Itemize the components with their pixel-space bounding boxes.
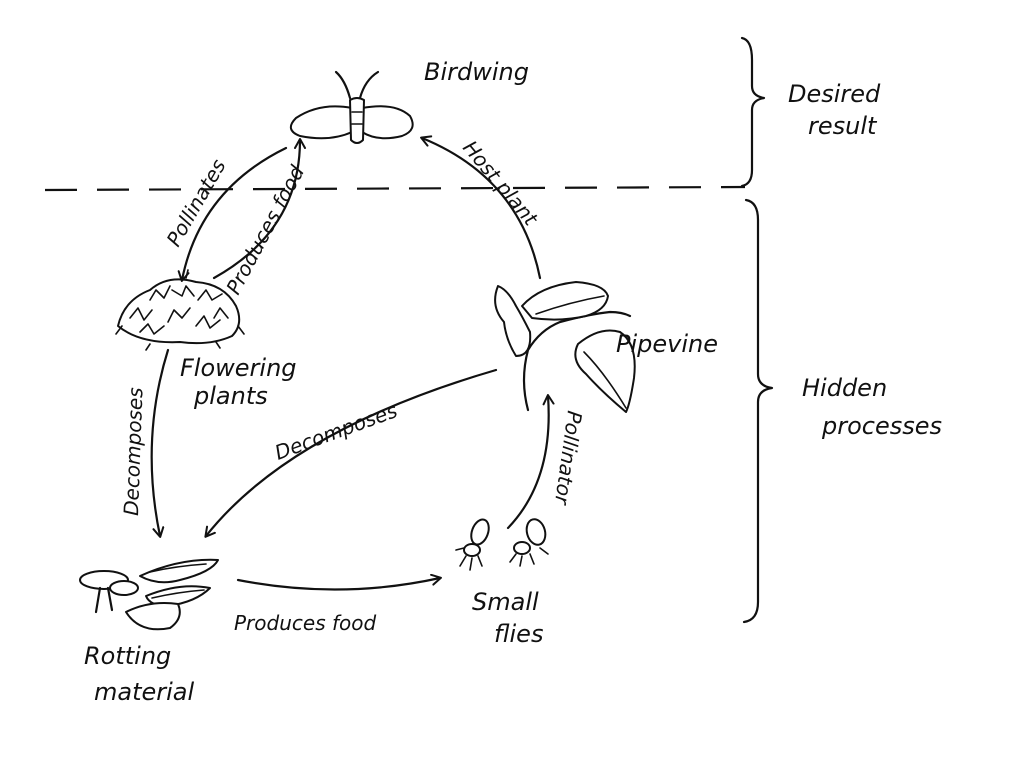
label-flies-line2: flies — [494, 620, 543, 648]
edge-label-host-plant: Host plant — [458, 136, 543, 231]
label-flowering-line1: Flowering — [180, 354, 297, 382]
small-flies-icon — [455, 518, 549, 571]
edge-label-decomposes-flower: Decomposes — [119, 387, 147, 516]
birdwing-butterfly-icon — [289, 70, 414, 144]
label-flies-line1: Small — [472, 588, 539, 616]
edge-label-pollinator: Pollinator — [550, 409, 587, 507]
pipevine-plant-icon — [494, 281, 636, 413]
arrow-decomposes-pipevine — [204, 368, 498, 538]
label-rotting-line1: Rotting — [84, 642, 171, 670]
rotting-material-icon — [79, 558, 219, 631]
label-flowering-line2: plants — [193, 382, 268, 410]
arrow-pollinates — [177, 146, 288, 282]
section-divider — [44, 185, 746, 192]
desired-result-bracket — [740, 36, 766, 188]
arrow-produces-food-rot — [236, 573, 442, 591]
bracket-label-hidden-line1: Hidden — [802, 374, 887, 402]
arrow-produces-food-flower — [212, 138, 306, 280]
label-birdwing: Birdwing — [424, 58, 529, 86]
hidden-processes-bracket — [742, 198, 774, 624]
label-pipevine: Pipevine — [616, 330, 718, 358]
bracket-label-desired-line1: Desired — [788, 80, 881, 108]
label-rotting-line2: material — [94, 678, 195, 706]
edge-label-decomposes-pipevine: Decomposes — [272, 398, 401, 465]
bracket-label-hidden-line2: processes — [821, 412, 942, 440]
arrow-host-plant — [420, 135, 542, 280]
bracket-label-desired-line2: result — [808, 112, 878, 140]
edge-label-produces-food-rot: Produces food — [234, 611, 376, 635]
arrow-pollinator — [506, 394, 555, 530]
arrow-decomposes-flower — [150, 348, 170, 538]
flowering-plants-icon — [115, 269, 245, 351]
